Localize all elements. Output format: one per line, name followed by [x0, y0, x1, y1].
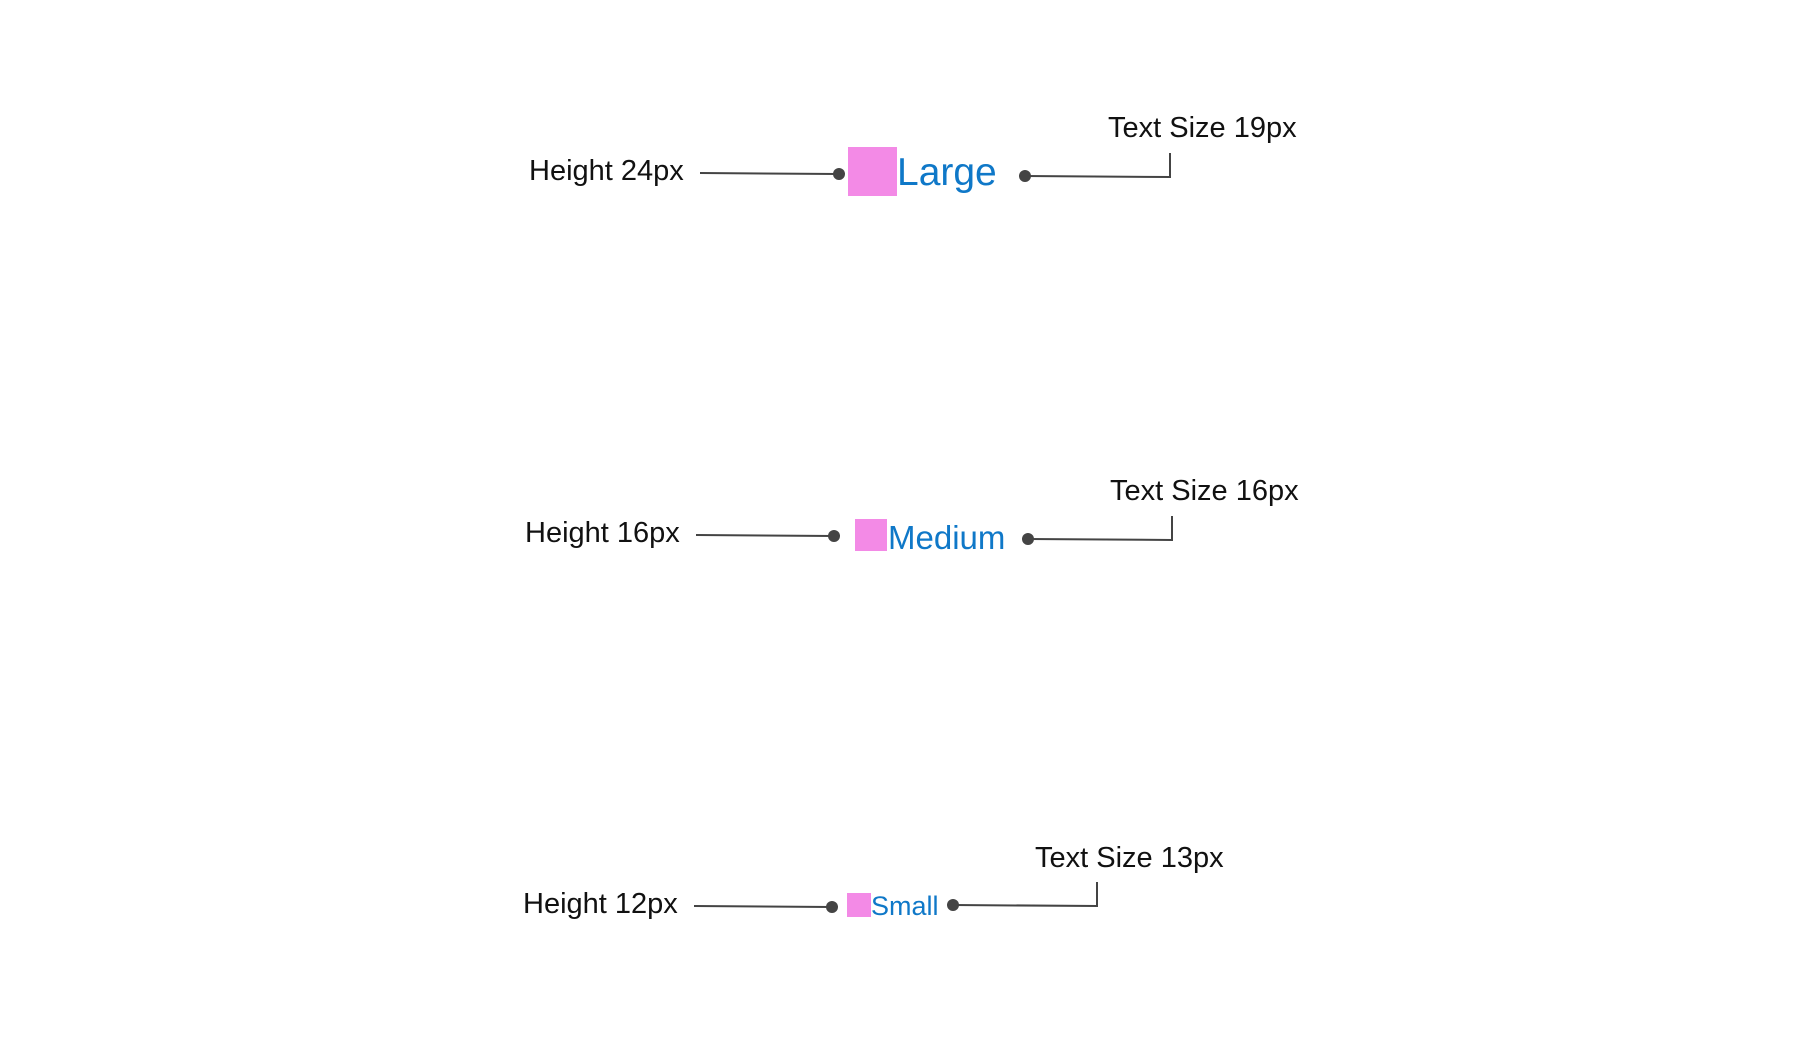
large-row-connectors: [699, 153, 1171, 182]
small-text-size-connector: [952, 882, 1098, 908]
medium-swatch: [855, 519, 887, 551]
small-text-size-label: Text Size 13px: [1035, 842, 1224, 874]
small-height-dot: [826, 901, 838, 913]
large-height-connector: [699, 172, 839, 175]
small-swatch: [847, 893, 871, 917]
medium-text-size-label: Text Size 16px: [1110, 475, 1299, 507]
small-height-label: Height 12px: [523, 888, 678, 920]
medium-text-size-connector: [1027, 516, 1173, 542]
small-height-connector: [693, 905, 832, 908]
medium-height-dot: [828, 530, 840, 542]
large-height-label: Height 24px: [529, 155, 684, 187]
large-swatch: [848, 147, 897, 196]
small-row-connectors: [693, 882, 1098, 913]
large-text-size-connector: [1024, 153, 1171, 179]
medium-row-connectors: [695, 516, 1173, 545]
small-sample-text: Small: [871, 891, 939, 921]
medium-sample-text: Medium: [888, 519, 1006, 556]
large-height-dot: [833, 168, 845, 180]
medium-height-label: Height 16px: [525, 517, 680, 549]
large-sample-text: Large: [897, 151, 997, 194]
medium-height-connector: [695, 534, 834, 537]
large-text-size-label: Text Size 19px: [1108, 112, 1297, 144]
